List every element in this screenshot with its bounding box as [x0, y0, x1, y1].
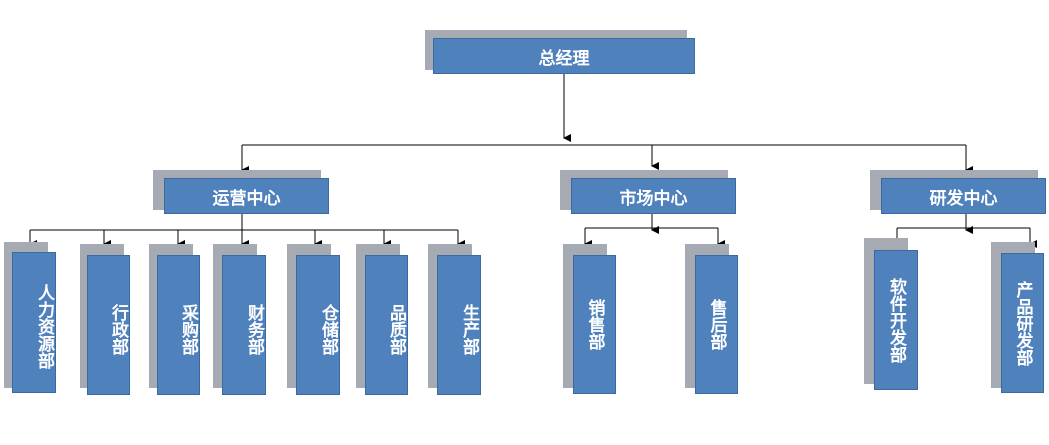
dept-after-sales-label: 售后部	[695, 255, 738, 394]
dept-quality-label: 品质部	[365, 255, 408, 395]
dept-sales-label: 销售部	[573, 255, 616, 394]
dept-admin-label: 行政部	[87, 255, 130, 395]
dept-product-rd-label: 产品研发部	[1001, 253, 1044, 393]
general-manager-label: 总经理	[433, 38, 695, 74]
operations-center-label: 运营中心	[164, 178, 329, 214]
dept-warehouse-label: 仓储部	[296, 255, 340, 395]
marketing-center-label: 市场中心	[571, 178, 736, 214]
rd-center-label: 研发中心	[881, 178, 1046, 214]
dept-finance-label: 财务部	[222, 255, 266, 395]
dept-hr-label: 人力资源部	[12, 252, 56, 393]
dept-production-label: 生产部	[437, 255, 481, 395]
dept-software-label: 软件开发部	[874, 250, 918, 390]
dept-purchasing-label: 采购部	[157, 255, 200, 395]
